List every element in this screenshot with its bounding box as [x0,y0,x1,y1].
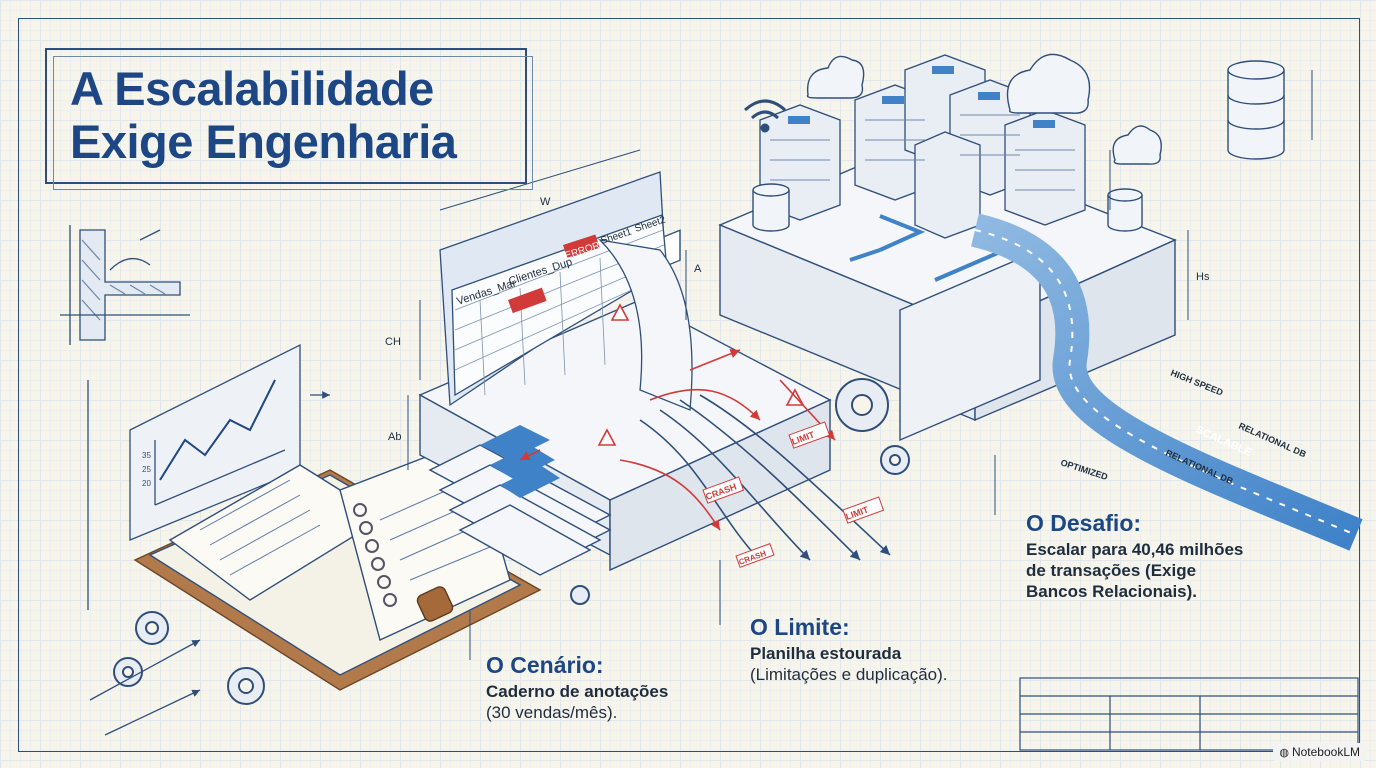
flow-arrows-left [87,380,201,736]
scenario-line-1: Caderno de anotações [486,682,669,701]
database-cylinders [752,60,1285,232]
limit-heading: O Limite: [750,614,850,640]
server-racks [759,54,1086,239]
watermark-text: NotebookLM [1291,745,1360,759]
cloud-icons [806,53,1162,165]
page-title: A Escalabilidade Exige Engenharia [70,62,457,168]
limit-line-2: (Limitações e duplicação). [750,665,948,684]
blueprint-frame [18,18,1360,752]
title-block [1019,677,1359,751]
challenge-line-3: Bancos Relacionais). [1026,582,1198,601]
svg-text:25: 25 [142,465,151,474]
limit-tag: LIMIT LIMIT [788,421,885,524]
svg-text:35: 35 [142,451,151,460]
dim-hs: Hs [1196,271,1210,283]
dim-a: A [694,263,702,275]
limit-description: Planilha estourada (Limitações e duplica… [750,643,947,685]
server-flow-arrows [849,214,1001,282]
dim-w: W [540,196,551,208]
notebooklm-icon: ◍ [1279,747,1289,759]
data-stream [970,213,1363,551]
challenge-heading: O Desafio: [1026,510,1142,536]
title-line-2: Exige Engenharia [70,115,457,168]
title-box [45,48,533,190]
dimension-lines [407,70,1313,660]
svg-text:20: 20 [142,479,151,488]
crash-tag: CRASH CRASH [702,476,775,568]
line-chart-panel: 35 25 20 [129,343,330,541]
notebook [133,439,542,691]
scenario-heading: O Cenário: [486,652,604,678]
dim-ab: Ab [388,431,401,443]
stream-label-optimized: OPTIMIZED [1059,457,1109,482]
challenge-description: Escalar para 40,46 milhões de transações… [1026,539,1243,602]
limit-line-1: Planilha estourada [750,644,902,663]
title-line-1: A Escalabilidade [70,62,434,115]
wifi-icon [743,99,787,133]
stream-label-high-speed: HIGH SPEED [1169,368,1225,398]
challenge-line-2: de transações (Exige [1026,561,1197,580]
scenario-line-2: (30 vendas/mês). [486,703,618,722]
profile-sketch [60,225,190,345]
dim-ch: CH [385,336,401,348]
notebooklm-watermark: ◍NotebookLM [1273,743,1366,761]
scenario-description: Caderno de anotações (30 vendas/mês). [486,681,668,723]
challenge-line-1: Escalar para 40,46 milhões [1026,540,1244,559]
